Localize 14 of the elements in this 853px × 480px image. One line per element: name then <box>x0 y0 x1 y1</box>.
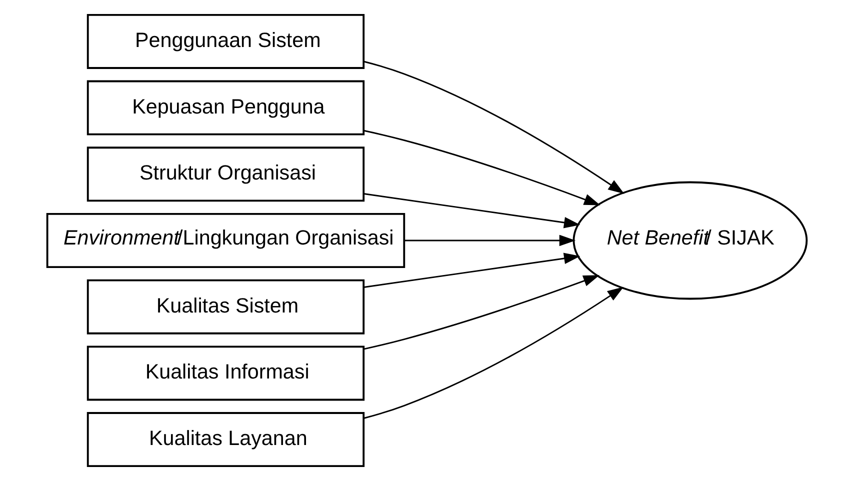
node-box: Penggunaan Sistem <box>86 13 364 68</box>
arrow <box>363 252 580 288</box>
arrow <box>363 274 600 350</box>
node-box: Kualitas Sistem <box>86 278 364 334</box>
node-box: Kepuasan Pengguna <box>86 80 364 135</box>
arrow <box>404 234 576 246</box>
node-box: Kualitas Informasi <box>86 345 364 400</box>
node-box: Kualitas Layanan <box>86 412 364 467</box>
arrow <box>363 60 624 194</box>
arrow <box>363 129 600 205</box>
node-box: Environment/Lingkungan Organisasi <box>46 212 405 268</box>
node-box: Struktur Organisasi <box>86 146 364 202</box>
arrow <box>363 286 624 418</box>
arrow <box>363 192 580 228</box>
